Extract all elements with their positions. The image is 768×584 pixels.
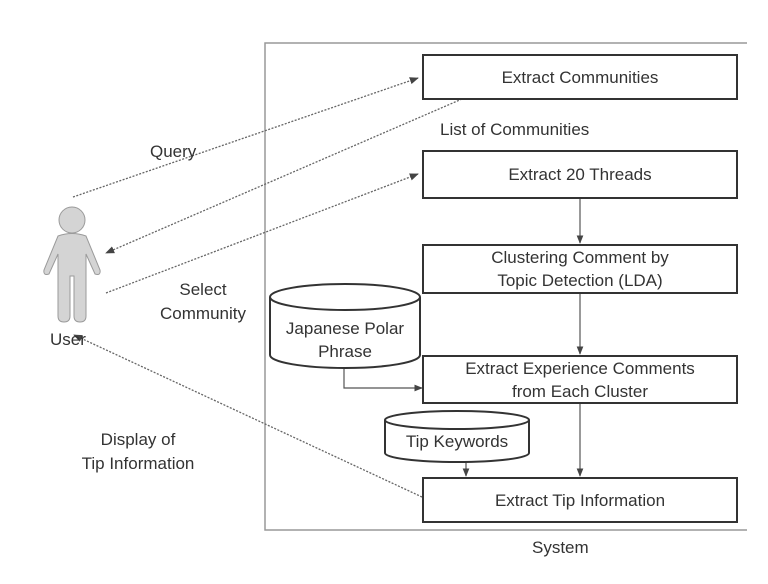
label-line1: Display of [100,430,176,449]
edge-list-of-communities [105,98,463,254]
edge-query [72,77,419,198]
label-query: Query [150,142,197,161]
label-line2: Tip Information [81,454,195,473]
edge-select-community [105,173,419,294]
datastore-japanese-polar-phrase [269,283,421,369]
process-clustering: Clustering Comment by Topic Detection (L… [422,244,738,294]
process-extract-tip: Extract Tip Information [422,477,738,523]
edge-display-tip [73,334,423,498]
person-icon [43,206,101,323]
system-label: System [532,538,589,557]
datastore-label-line1: Tip Keywords [405,432,509,451]
label-list-of-communities: List of Communities [440,120,590,139]
process-label: Extract Communities [501,67,659,87]
datastore-label-japanese-polar-phrase: Japanese Polar Phrase [270,317,420,363]
datastore-label-line2: Phrase [318,342,372,361]
datastore-label-tip-keywords: Tip Keywords [385,430,529,453]
process-label-line2: from Each Cluster [511,381,649,401]
edge-polar-to-experience [343,369,423,392]
process-extract-threads: Extract 20 Threads [422,150,738,199]
actor-label: User [50,330,86,349]
system-boundary [264,42,747,531]
process-label-line2: Topic Detection (LDA) [497,271,663,290]
datastore-label-line1: Japanese Polar [285,319,405,338]
process-label: Extract Tip Information [494,490,666,510]
process-label-line1: Extract Experience Comments [465,358,695,378]
label-select-community: Select Community [160,278,246,326]
datastore-tip-keywords [384,410,530,463]
label-line2: Community [160,304,246,323]
label-line1: Select [179,280,227,299]
process-label-line1: Clustering Comment by [491,248,669,267]
process-label: Extract 20 Threads [508,165,652,184]
process-extract-communities: Extract Communities [422,54,738,100]
label-display-tip: Display of Tip Information [68,428,208,476]
process-extract-experience: Extract Experience Comments from Each Cl… [422,355,738,404]
